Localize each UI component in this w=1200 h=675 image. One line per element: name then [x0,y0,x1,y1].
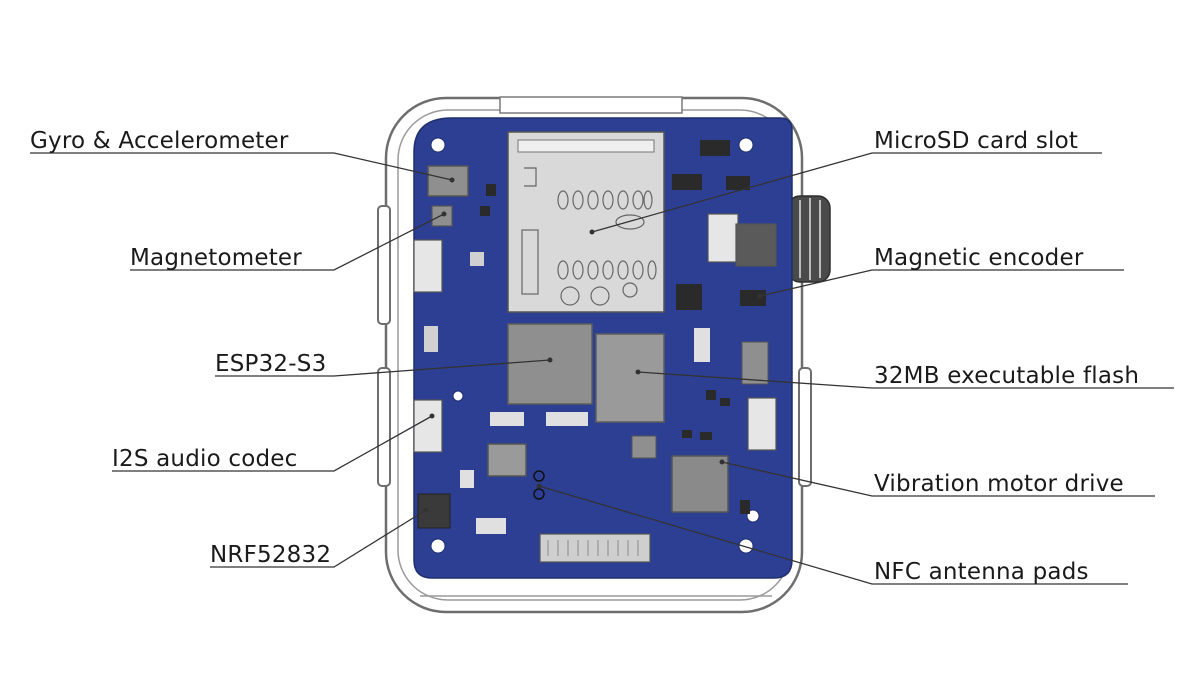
label-microsd-card-slot: MicroSD card slot [874,128,1079,154]
mounting-holes [430,137,760,554]
small-components [424,140,766,534]
label-magnetic-encoder: Magnetic encoder [874,245,1084,271]
small-chip-right [741,341,769,385]
leader-nrf [210,509,427,568]
leader-vibration [721,461,1155,497]
side-button-left-top [377,205,391,325]
label-32mb-flash: 32MB executable flash [874,363,1140,389]
case-top-slot [499,96,683,114]
esp32-s3-chip [507,323,593,405]
label-nfc-antenna-pads: NFC antenna pads [874,559,1089,585]
side-button-left-bottom [377,367,391,487]
leader-microsd [591,152,1102,233]
nrf52832-chip [417,493,451,529]
label-i2s-audio-codec: I2S audio codec [112,446,298,472]
leader-dots [423,177,763,513]
leader-lines [30,152,1174,585]
side-button-right [798,367,812,487]
label-esp32-s3: ESP32-S3 [215,351,327,377]
leader-esp32 [215,359,551,377]
leader-magnetometer [130,213,445,271]
label-nrf52832: NRF52832 [210,542,332,568]
microsd-slot [507,131,665,313]
leader-gyro [30,152,453,181]
audio-codec-chip [487,443,527,477]
leader-flash [637,371,1174,389]
label-magnetometer: Magnetometer [130,245,302,271]
vibration-driver-chip [671,455,729,513]
crown-icon [787,195,831,283]
leader-encoder [759,269,1124,297]
small-chip-center [631,435,657,459]
leader-audio [112,415,433,472]
connectors [413,213,777,563]
leader-nfc [538,485,1128,585]
flash-chip [595,333,665,423]
magnetometer-chip [431,205,453,227]
gyro-chip [427,165,469,197]
label-vibration-motor-drive: Vibration motor drive [874,471,1124,497]
label-gyro-accelerometer: Gyro & Accelerometer [30,128,289,154]
